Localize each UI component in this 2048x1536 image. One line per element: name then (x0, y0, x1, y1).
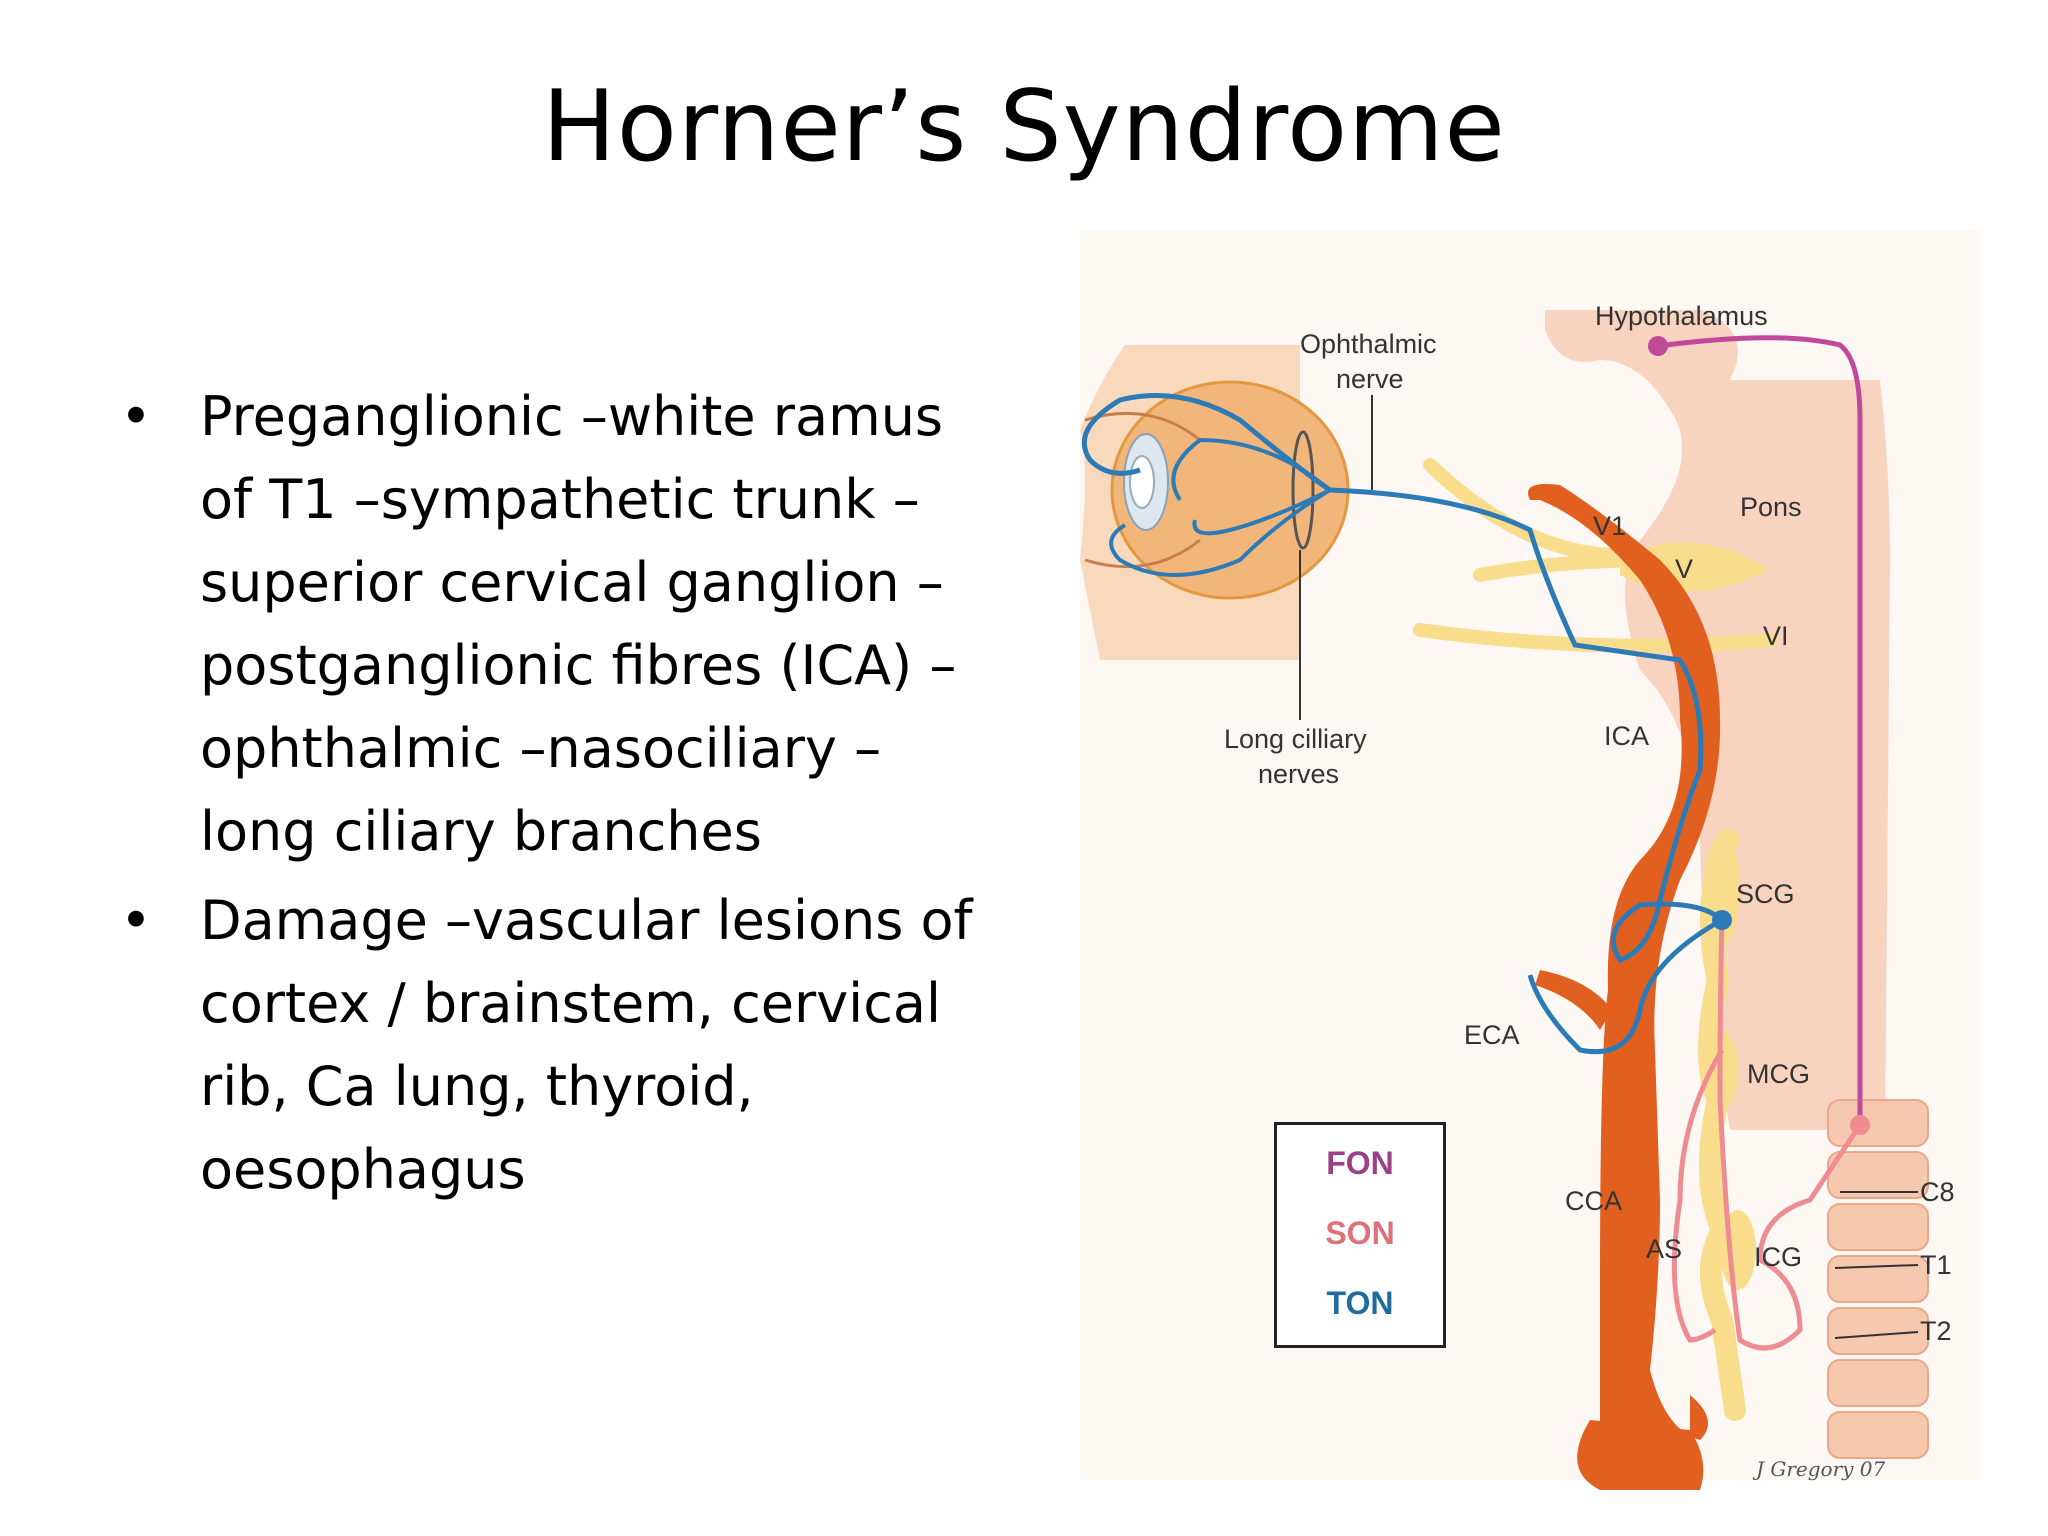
label-v: V (1675, 554, 1693, 584)
lens (1129, 455, 1155, 509)
bullet-line: superior cervical ganglion – (200, 551, 944, 614)
label-as: AS (1646, 1234, 1682, 1264)
vertebra (1827, 1307, 1929, 1355)
label-scg: SCG (1736, 879, 1795, 909)
bullet-list: • Preganglionic –white ramus of T1 –symp… (120, 375, 1000, 1217)
first-order-neuron (1657, 335, 1863, 1120)
legend-ton: TON (1326, 1285, 1394, 1321)
third-order-neuron-eca (1527, 917, 1724, 1055)
bullet-item: • Damage –vascular lesions of cortex / b… (120, 879, 1000, 1211)
bullet-line: oesophagus (200, 1138, 526, 1201)
bullet-line: rib, Ca lung, thyroid, (200, 1055, 754, 1118)
vertebra (1827, 1255, 1929, 1303)
leader-t1 (1834, 1264, 1919, 1269)
second-order-neuron (1717, 919, 1863, 1351)
bullet-dot: • (120, 889, 152, 952)
third-order-neuron (1081, 393, 1724, 963)
label-mcg: MCG (1747, 1059, 1810, 1089)
carotid-artery (1528, 484, 1721, 1490)
bullet-line: postganglionic fibres (ICA) – (200, 634, 957, 697)
legend-box: FON SON TON (1274, 1122, 1446, 1348)
label-long-ciliary: Long cilliary (1224, 724, 1367, 754)
vertebra (1827, 1359, 1929, 1407)
spinal-node (1850, 1115, 1870, 1135)
bullet-item: • Preganglionic –white ramus of T1 –symp… (120, 375, 1000, 873)
label-c8: C8 (1920, 1177, 1955, 1207)
label-ophthalmic-nerve: Ophthalmic (1300, 329, 1437, 359)
cranial-nerve-vi (1413, 623, 1777, 653)
label-cca: CCA (1565, 1186, 1622, 1216)
bullet-dot: • (120, 385, 152, 448)
legend-fon: FON (1326, 1145, 1394, 1181)
label-ica: ICA (1604, 721, 1649, 751)
signature: J Gregory 07 (1752, 1457, 1886, 1481)
label-ophthalmic-nerve-line2: nerve (1336, 364, 1404, 394)
external-carotid-artery (1535, 970, 1612, 1030)
label-long-ciliary-line2: nerves (1258, 759, 1339, 789)
label-vi: VI (1763, 621, 1789, 651)
slide-title: Horner’s Syndrome (542, 70, 1506, 184)
hypothalamus-node (1648, 336, 1668, 356)
bullet-line: ophthalmic –nasociliary – (200, 717, 882, 780)
bullet-line: Damage –vascular lesions of (200, 889, 973, 952)
label-eca: ECA (1464, 1020, 1520, 1050)
label-pons: Pons (1740, 492, 1802, 522)
bullet-line: long ciliary branches (200, 800, 762, 863)
leader-t2 (1834, 1331, 1919, 1339)
vertebra (1827, 1411, 1929, 1459)
optic-ring (1291, 430, 1315, 550)
ansa-subclavia (1671, 1048, 1725, 1343)
vertebra (1827, 1099, 1929, 1147)
label-hypothalamus: Hypothalamus (1595, 301, 1768, 331)
bullet-line: of T1 –sympathetic trunk – (200, 468, 920, 531)
common-carotid-base (1577, 1420, 1704, 1490)
label-t2: T2 (1920, 1316, 1952, 1346)
bullet-line: cortex / brainstem, cervical (200, 972, 941, 1035)
bullet-line: Preganglionic –white ramus (200, 385, 944, 448)
label-t1: T1 (1920, 1250, 1952, 1280)
legend-son: SON (1325, 1215, 1395, 1251)
label-icg: ICG (1754, 1242, 1802, 1272)
horner-pathway-diagram: Hypothalamus Ophthalmic nerve Pons V1 V … (1080, 230, 1980, 1490)
label-v1: V1 (1593, 511, 1626, 541)
long-ciliary-nerves (1109, 437, 1332, 577)
vertebra (1827, 1203, 1929, 1251)
scg-node (1712, 910, 1732, 930)
